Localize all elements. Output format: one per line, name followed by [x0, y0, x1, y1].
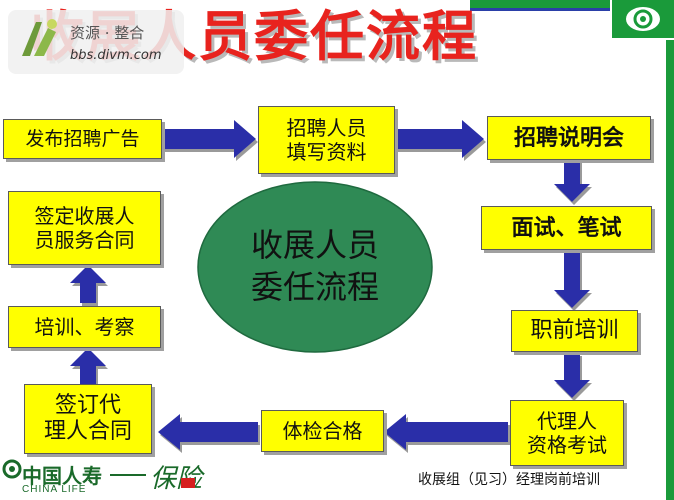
arrow-8-to-9 [70, 348, 106, 386]
arrow-4-to-5 [554, 250, 590, 308]
arrow-1-to-2 [160, 120, 256, 158]
watermark-text: 资源 · 整合 [70, 24, 145, 42]
flow-step-5: 职前培训 [511, 310, 638, 352]
footer-company-en: CHINA LIFE [22, 484, 87, 495]
top-accent-bar [470, 0, 610, 8]
footer-seal-icon [181, 478, 195, 488]
flow-step-10-label: 签定收展人 员服务合同 [34, 204, 135, 252]
flow-step-7-label: 体检合格 [282, 419, 363, 443]
flow-step-3-label: 招聘说明会 [513, 124, 624, 151]
arrow-9-to-10 [70, 265, 106, 303]
flow-step-7: 体检合格 [261, 410, 384, 452]
flow-step-9: 培训、考察 [8, 306, 161, 348]
footer-company-cn: 中国人寿 [22, 464, 102, 488]
flow-step-1-label: 发布招聘广告 [25, 127, 140, 150]
flow-step-5-label: 职前培训 [530, 317, 619, 343]
flow-step-4: 面试、笔试 [481, 206, 652, 250]
footer-brand-mark: 保险 [150, 464, 203, 494]
footer-divider [110, 474, 146, 476]
arrow-6-to-7 [384, 414, 508, 450]
arrow-3-to-4 [554, 160, 590, 202]
arrow-2-to-3 [395, 120, 484, 158]
china-life-logo-icon [2, 459, 22, 479]
flow-step-4-label: 面试、笔试 [511, 214, 622, 241]
flow-step-8-label: 签订代 理人合同 [43, 392, 132, 444]
flow-step-9-label: 培训、考察 [34, 315, 135, 339]
flow-step-1: 发布招聘广告 [3, 119, 162, 159]
watermark-logo-icon [22, 19, 57, 56]
flow-step-10: 签定收展人 员服务合同 [8, 191, 161, 265]
flow-step-8: 签订代 理人合同 [24, 384, 152, 454]
center-oval-shape [197, 181, 433, 353]
watermark-badge: 资源 · 整合 bbs.divm.com [8, 10, 184, 74]
china-life-corner-logo-icon [612, 0, 674, 38]
arrow-5-to-6 [554, 353, 590, 398]
footer-caption: 收展组（见习）经理岗前培训 [418, 472, 600, 488]
flow-step-2: 招聘人员 填写资料 [258, 106, 395, 174]
top-accent-line [470, 8, 610, 11]
arrow-7-to-8 [158, 414, 258, 450]
right-accent-bar [666, 40, 674, 500]
flow-step-6-label: 代理人 资格考试 [527, 409, 607, 457]
watermark-url: bbs.divm.com [70, 48, 162, 63]
flow-step-6: 代理人 资格考试 [510, 400, 624, 466]
flow-step-2-label: 招聘人员 填写资料 [286, 116, 367, 164]
flow-step-3: 招聘说明会 [487, 116, 651, 160]
center-label: 收展人员 委任流程 [250, 226, 379, 306]
